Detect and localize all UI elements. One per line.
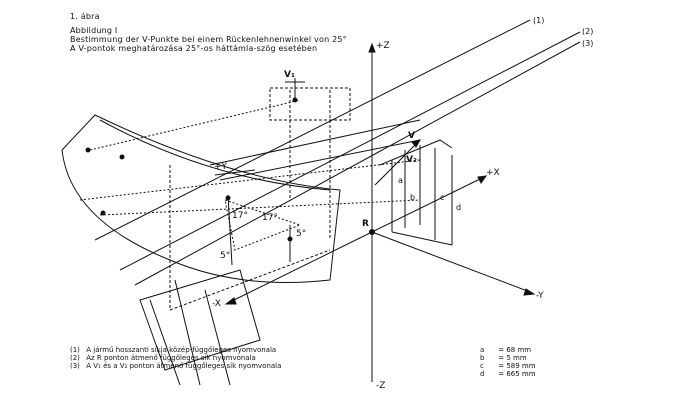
- legend-text: A jármű hosszanti síkja közép-függőleges…: [86, 346, 277, 354]
- angle-construction: [227, 194, 233, 266]
- label-plus-x: +X: [486, 168, 500, 178]
- point-marker: [225, 195, 231, 201]
- label-dim-d: d: [456, 203, 461, 212]
- sight-line: [89, 99, 301, 151]
- figure-subtitle-de: Bestimmung der V-Punkte bei einem Rücken…: [70, 35, 347, 44]
- figure-subtitle-hu: A V-pontok meghatározása 25°-os háttámla…: [70, 44, 318, 53]
- legend-row: (3) A V₁ és a V₂ ponton átmenő függőlege…: [70, 362, 281, 370]
- point-marker: [292, 97, 298, 103]
- label-angle-2: 17°: [262, 213, 278, 223]
- point-marker: [100, 210, 106, 216]
- point-marker: [85, 147, 91, 153]
- label-dim-c: c: [440, 193, 444, 202]
- legend-number: (3): [70, 362, 80, 370]
- legend-number: (2): [70, 354, 80, 362]
- angle-construction: [214, 169, 256, 176]
- lower-plane: [139, 269, 261, 371]
- label-angle-4: 5°: [296, 229, 306, 239]
- label-v1: V₁: [284, 70, 295, 80]
- legend-number: (1): [70, 346, 80, 354]
- windscreen-inner-edge: [99, 119, 331, 191]
- dimension-table: a = 68 mm b = 5 mm c = 589 mm d = 665 mm: [480, 346, 536, 378]
- axis-minus-x: [229, 231, 373, 303]
- axis-y-arrow: [523, 288, 536, 296]
- vertical-plane: [169, 165, 331, 311]
- plane-edge: [149, 299, 181, 386]
- sight-line: [219, 139, 421, 181]
- vertical-plane: [269, 87, 351, 121]
- dimension-row: c = 589 mm: [480, 362, 536, 370]
- dimension-value: = 68 mm: [498, 346, 532, 354]
- reference-line-3: [134, 41, 581, 286]
- legend-row: (2) Az R ponton átmenő függőleges sík ny…: [70, 354, 281, 362]
- figure-title-de: Abbildung I: [70, 26, 118, 35]
- label-minus-x: -X: [212, 299, 221, 309]
- dimension-line-v: [374, 139, 421, 186]
- label-v: V: [408, 131, 415, 141]
- axis-y: [371, 231, 531, 293]
- label-v2: V₂: [406, 155, 417, 165]
- angle-construction: [224, 199, 302, 251]
- label-plus-z: +Z: [376, 41, 390, 51]
- dimension-row: d = 665 mm: [480, 370, 536, 378]
- sight-line: [99, 199, 421, 216]
- v-arrow: [411, 139, 422, 148]
- label-plus-y: +Y: [214, 162, 228, 172]
- figure-number: 1. ábra: [70, 12, 100, 21]
- dimension-value: = 665 mm: [498, 370, 536, 378]
- label-line-1: (1): [533, 16, 544, 25]
- dimension-row: a = 68 mm: [480, 346, 536, 354]
- sight-line: [79, 159, 421, 201]
- label-line-3: (3): [582, 39, 593, 48]
- plane-edge: [174, 279, 201, 386]
- label-minus-y: -Y: [536, 291, 544, 301]
- point-marker: [119, 154, 125, 160]
- windscreen-outline: [61, 114, 341, 283]
- reference-line-2: [119, 31, 581, 271]
- label-line-2: (2): [582, 27, 593, 36]
- dimension-value: = 5 mm: [498, 354, 527, 362]
- label-angle-1: 17°: [232, 211, 248, 221]
- dimension-frame: [391, 231, 453, 246]
- axis-z-arrow: [368, 42, 376, 53]
- dimension-frame: [379, 139, 453, 166]
- legend-text: A V₁ és a V₂ ponton átmenő függőleges sí…: [86, 362, 282, 370]
- legend-text: Az R ponton átmenő függőleges sík nyomvo…: [86, 354, 256, 362]
- legend-row: (1) A jármű hosszanti síkja közép-függől…: [70, 346, 281, 354]
- axis-x: [371, 177, 483, 233]
- axis-x-arrow: [477, 175, 488, 184]
- sight-line: [209, 119, 421, 166]
- axis-minus-x-arrow: [224, 297, 237, 305]
- dimension-key: a: [480, 346, 485, 354]
- label-minus-z: -Z: [376, 381, 385, 391]
- dimension-key: d: [480, 370, 485, 378]
- dimension-key: c: [480, 362, 484, 370]
- label-dim-b: b: [410, 193, 415, 202]
- dimension-key: b: [480, 354, 485, 362]
- legend: (1) A jármű hosszanti síkja közép-függől…: [70, 346, 281, 370]
- label-dim-a: a: [398, 176, 403, 185]
- reference-line-1: [94, 19, 531, 241]
- point-r: [369, 229, 375, 235]
- dimension-row: b = 5 mm: [480, 354, 536, 362]
- plane-edge: [204, 289, 231, 386]
- point-marker: [287, 236, 293, 242]
- label-r: R: [362, 219, 369, 229]
- dimension-value: = 589 mm: [498, 362, 536, 370]
- label-angle-3: 5°: [220, 251, 230, 261]
